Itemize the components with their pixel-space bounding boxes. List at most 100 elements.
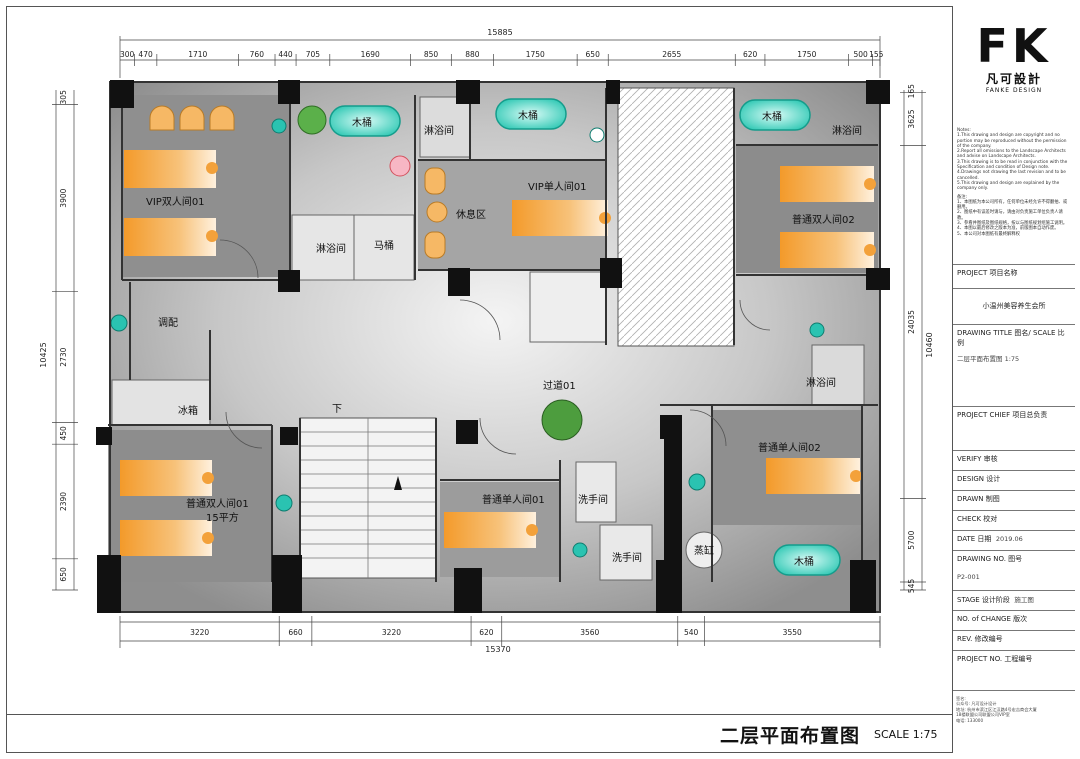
drawing-no-value: P2-001 (957, 573, 980, 581)
note-en-1: 1.This drawing and design are copyright … (957, 133, 1067, 149)
label-prep: 调配 (158, 317, 178, 329)
check-label: CHECK 校对 (957, 515, 998, 523)
dimension-label: 3550 (783, 628, 802, 637)
floor-plan: 15885 3004701710760440705169085088017506… (39, 28, 934, 654)
drawing-title-label: DRAWING TITLE 图名/ SCALE 比例 (957, 329, 1065, 347)
date-value: 2019.06 (995, 535, 1023, 543)
dimension-label: 3220 (190, 628, 209, 637)
dimension-label: 760 (250, 50, 265, 59)
label-tub-1: 木桶 (352, 116, 372, 129)
beds (120, 150, 874, 556)
dimension-label: 3900 (59, 188, 68, 207)
sign-line-0: 签名: (956, 696, 966, 701)
label-steam: 蒸缸 (694, 544, 714, 557)
date-label: DATE 日期 (957, 535, 992, 543)
verify-label: VERIFY 审核 (957, 455, 998, 463)
dimension-label: 450 (59, 426, 68, 441)
shower-room-vip-single (419, 96, 471, 158)
label-std-double-1: 普通双人间01 (186, 497, 249, 510)
dimension-label: 3625 (907, 109, 916, 128)
drawing-scale: SCALE 1:75 (874, 728, 938, 741)
label-tub-4: 木桶 (794, 555, 814, 568)
wash-room-b (599, 524, 653, 581)
label-tub-2: 木桶 (518, 109, 538, 122)
dimension-label: 440 (278, 50, 293, 59)
plant-top (297, 105, 327, 135)
dimension-label: 540 (684, 628, 699, 637)
dimension-label: 1750 (797, 50, 816, 59)
design-row: DESIGN 设计 (953, 470, 1075, 490)
label-fridge: 冰箱 (178, 404, 198, 417)
project-label-row: PROJECT 项目名称 (953, 264, 1075, 288)
stair-treads (300, 418, 436, 578)
dimension-label: 1750 (526, 50, 545, 59)
label-wash-2: 洗手间 (612, 551, 642, 564)
stage-label: STAGE 设计阶段 (957, 596, 1010, 604)
wash-room-a (575, 461, 617, 523)
note-cn-5: 5、本公司对本图纸有最终解释权 (957, 231, 1020, 237)
dimension-label: 660 (288, 628, 303, 637)
logo-mark: FK (976, 19, 1052, 73)
project-label: PROJECT 项目名称 (957, 269, 1018, 277)
rev-label: REV. 修改编号 (957, 635, 1003, 643)
sign-line-1: 公众号: 凡可设计设计 (956, 701, 997, 707)
std-double-room-01 (108, 430, 273, 582)
fridge-zone (111, 379, 211, 426)
check-row: CHECK 校对 (953, 510, 1075, 530)
change-label: NO. of CHANGE 版次 (957, 615, 1028, 623)
stair-arrow (394, 476, 402, 490)
note-cn-1: 1、本图纸为本公司所有，任何单位未经允许不得翻拍、或删用。 (957, 199, 1068, 211)
bed-pillows (202, 162, 876, 544)
drawing-no-value-row: P2-001 (953, 570, 1075, 590)
dimension-label: 650 (59, 567, 68, 582)
label-shower-1: 淋浴间 (316, 242, 346, 255)
label-vip-single: VIP单人间01 (528, 180, 587, 193)
note-cn-4: 4、本图以最后修改之版本为准，前版图本自动作废。 (957, 226, 1059, 232)
dimension-top-total: 15885 (487, 28, 512, 37)
dimension-label: 1690 (361, 50, 380, 59)
top-dimension-lines (119, 36, 881, 78)
drawing-title-row: DRAWING TITLE 图名/ SCALE 比例 (953, 324, 1075, 350)
right-dimension-lines (903, 90, 923, 590)
lounge-chairs (149, 105, 448, 259)
note-en-5: 5.This drawing and design are explained … (957, 180, 1060, 192)
note-en-0: Notes: (957, 128, 971, 133)
note-cn-0: 备注: (957, 194, 968, 200)
label-toilet: 马桶 (374, 239, 394, 252)
note-cn-3: 3、参看并图纸及图纸规格，按以与图纸规划组施工说明。 (957, 221, 1068, 227)
sign-row (953, 690, 1075, 752)
plant-corridor (541, 399, 583, 441)
drawn-row: DRAWN 制图 (953, 490, 1075, 510)
project-value: 小温州美容养生会所 (982, 302, 1046, 310)
toilet-room-vip-single (529, 271, 607, 343)
wood-tub-4 (773, 544, 841, 576)
verify-row: VERIFY 审核 (953, 450, 1075, 470)
dimension-label: 24035 (907, 310, 916, 334)
lamp-pink (389, 155, 411, 177)
project-no-label: PROJECT NO. 工程编号 (957, 655, 1033, 663)
drawing-title: 二层平面布置图 (720, 725, 861, 747)
label-std-single-1: 普通单人间01 (482, 493, 545, 506)
dimension-label: 650 (586, 50, 601, 59)
left-dimension-lines (55, 90, 75, 590)
shower-room-vip-double (291, 214, 355, 281)
wood-tub-1 (329, 105, 401, 137)
toilet-room-vip-double (353, 214, 415, 281)
label-std-double-2: 普通双人间02 (792, 213, 855, 226)
design-label: DESIGN 设计 (957, 475, 1001, 483)
label-wash-1: 洗手间 (578, 493, 608, 506)
dimension-label: 305 (59, 90, 68, 105)
dimension-label: 620 (743, 50, 758, 59)
sign-line-2: 地址: 杭州市滨江区江汉路4号宏吉商会大厦 (956, 706, 1037, 712)
drawing-no-label: DRAWING NO. 图号 (957, 555, 1023, 563)
project-value-row: 小温州美容养生会所 (953, 288, 1075, 324)
date-row: DATE 日期 2019.06 (953, 530, 1075, 550)
dimension-label: 1710 (188, 50, 207, 59)
note-en-3: 3.This drawing is to be read in conjunct… (957, 159, 1068, 171)
label-tub-3: 木桶 (762, 110, 782, 123)
chief-row: PROJECT CHIEF 项目总负责 (953, 406, 1075, 450)
dimension-label: 500 (853, 50, 868, 59)
